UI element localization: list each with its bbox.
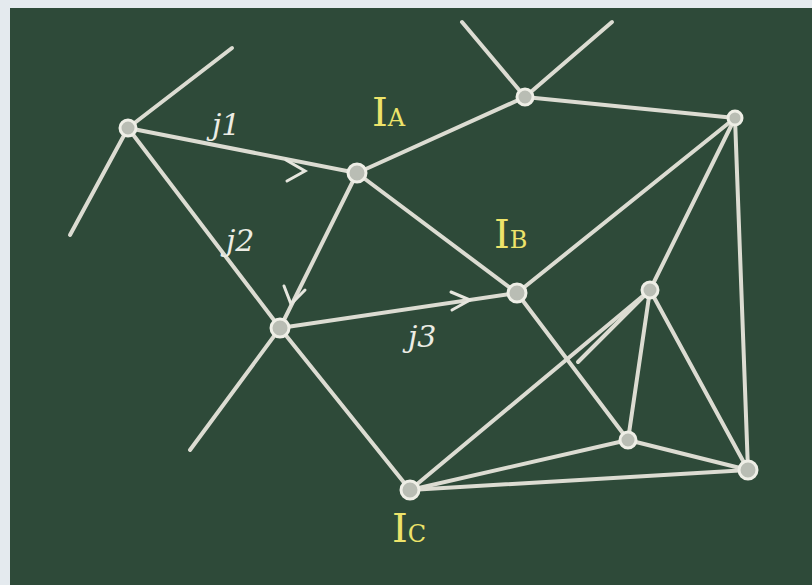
current-arrows [284, 160, 470, 310]
node-current-label: IC [392, 508, 426, 548]
junction-knots [120, 89, 757, 499]
network-wires [70, 22, 748, 490]
current-label: j2 [226, 226, 254, 256]
board-ground [10, 8, 812, 585]
current-label: j1 [212, 110, 240, 140]
node-current-label: IA [372, 92, 405, 132]
current-label: j3 [408, 322, 436, 352]
node-current-label: IB [494, 214, 527, 254]
